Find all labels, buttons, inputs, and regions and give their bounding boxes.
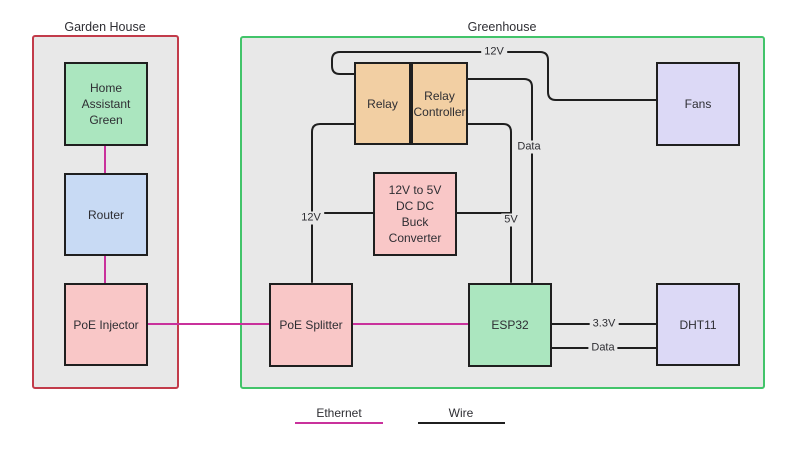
greenhouse-title: Greenhouse [467,20,537,34]
node-buck-converter: 12V to 5V DC DC Buck Converter [373,172,457,256]
node-relay-controller: Relay Controller [411,62,468,145]
wire-data-controller-to-esp32 [467,78,533,283]
wire-label-3v3: 3.3V [589,317,619,331]
node-dht11: DHT11 [656,283,740,366]
legend-ethernet-label: Ethernet [316,406,362,420]
wire-label-12v-top: 12V [481,45,507,59]
node-router: Router [64,173,148,256]
node-fans: Fans [656,62,740,146]
node-relay: Relay [354,62,411,145]
wire-12v-relay-to-splitter [311,123,355,283]
node-poe-injector: PoE Injector [64,283,148,366]
node-home-assistant-green: Home Assistant Green [64,62,148,146]
wire-label-data-dht: Data [588,341,618,355]
wire-12v-relay-to-fans [331,51,657,101]
wire-label-5v-buck: 5V [501,213,521,227]
wire-5v-controller-to-esp32 [467,123,512,283]
legend-wire-label: Wire [448,406,474,420]
node-poe-splitter: PoE Splitter [269,283,353,367]
wire-label-data-top: Data [514,140,544,154]
wire-label-12v-buck: 12V [298,211,324,225]
node-esp32: ESP32 [468,283,552,367]
garden-house-title: Garden House [64,20,146,34]
